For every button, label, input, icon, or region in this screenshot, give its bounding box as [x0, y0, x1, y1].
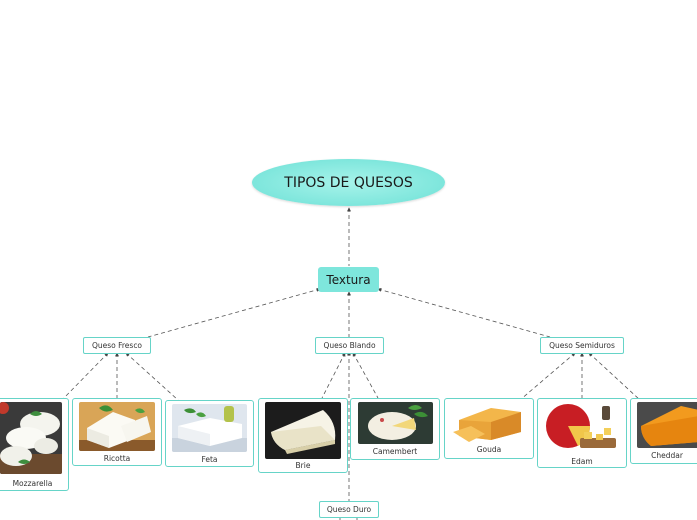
mozzarella-image — [0, 402, 62, 474]
edam-image — [544, 402, 620, 454]
edge-semi-cheddar — [588, 352, 641, 401]
cheese-card-ricotta[interactable]: Ricotta — [72, 398, 162, 466]
edge-fresco-feta — [125, 352, 179, 401]
edge-fresco-mozzarella — [61, 352, 109, 401]
cheddar-image — [637, 402, 697, 448]
edge-textura-fresco — [147, 287, 321, 338]
cheese-card-edam[interactable]: Edam — [537, 398, 627, 468]
subtopic-queso-fresco[interactable]: Queso Fresco — [83, 337, 151, 354]
cheese-label-cheddar: Cheddar — [651, 451, 683, 460]
edge-blando-camembert — [352, 352, 379, 399]
subtopic-label: Queso Semiduros — [549, 341, 615, 350]
cheese-card-cheddar[interactable]: Cheddar — [630, 398, 697, 464]
ricotta-image — [79, 402, 155, 451]
cheese-label-edam: Edam — [571, 457, 593, 466]
root-topic-tipos-de-quesos[interactable]: TIPOS DE QUESOS — [252, 159, 445, 206]
cheese-label-camembert: Camembert — [372, 447, 418, 456]
cheese-card-feta[interactable]: Feta — [165, 400, 254, 467]
cheese-card-mozzarella[interactable]: Mozzarella — [0, 398, 69, 491]
feta-image — [172, 404, 247, 452]
cheese-card-camembert[interactable]: Camembert — [350, 398, 440, 460]
subtopic-queso-semiduros[interactable]: Queso Semiduros — [540, 337, 624, 354]
subtopic-label: Queso Fresco — [91, 341, 143, 350]
cheese-label-brie: Brie — [295, 461, 311, 470]
cheese-card-gouda[interactable]: Gouda — [444, 398, 534, 459]
subtopic-label: Queso Duro — [326, 505, 372, 514]
cheese-label-gouda: Gouda — [476, 445, 502, 454]
main-topic-label: Textura — [326, 272, 371, 287]
main-topic-textura[interactable]: Textura — [318, 267, 379, 292]
camembert-image — [358, 402, 433, 444]
subtopic-queso-blando[interactable]: Queso Blando — [315, 337, 384, 354]
cheese-label-feta: Feta — [201, 455, 218, 464]
edge-semi-gouda — [519, 352, 576, 401]
subtopic-label: Queso Blando — [323, 341, 376, 350]
gouda-image — [451, 402, 527, 443]
cheese-label-mozzarella: Mozzarella — [12, 479, 53, 488]
brie-image — [265, 402, 341, 459]
subtopic-queso-duro[interactable]: Queso Duro — [319, 501, 379, 518]
edge-blando-brie — [321, 352, 346, 399]
root-topic-label: TIPOS DE QUESOS — [284, 174, 413, 191]
edge-textura-semiduros — [377, 287, 551, 338]
cheese-label-ricotta: Ricotta — [103, 454, 131, 463]
cheese-card-brie[interactable]: Brie — [258, 398, 348, 473]
